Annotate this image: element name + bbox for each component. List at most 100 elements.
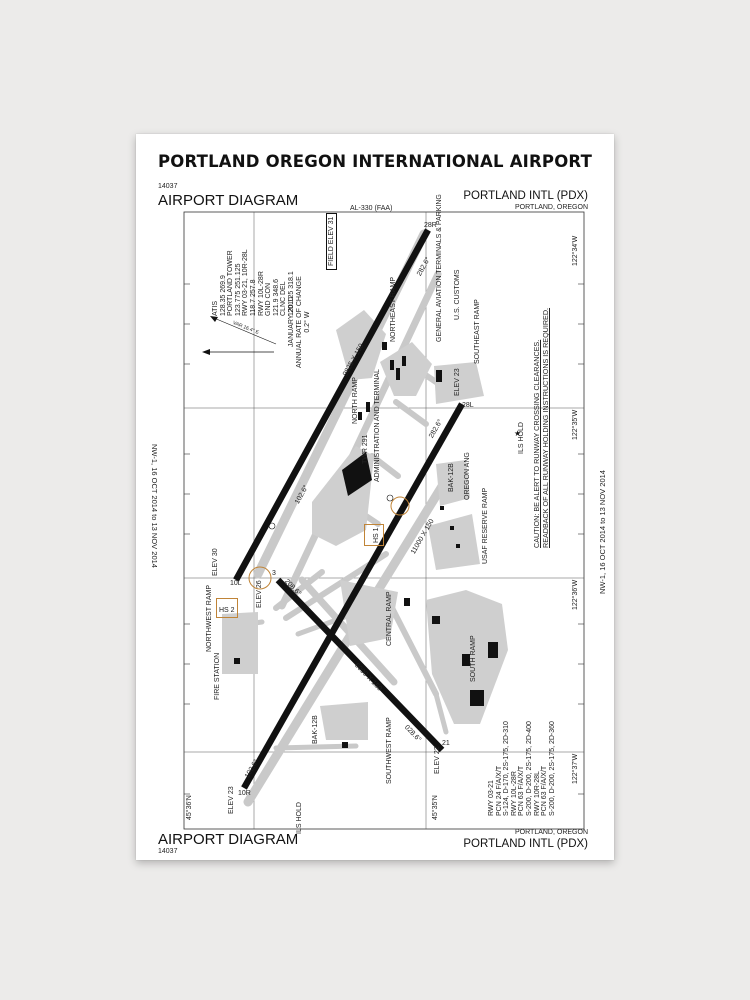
label-ils-hold-1: ILS HOLD (518, 422, 525, 454)
label-admin-terminal: ADMINISTRATION AND TERMINAL (374, 369, 381, 482)
building (470, 690, 484, 706)
frequency-block: ATIS 128.35 269.9 PORTLAND TOWER 123.775… (212, 249, 296, 316)
hotspot-hs1: HS 1 (364, 524, 384, 546)
coord-lon-top: 122°34'W (572, 235, 579, 266)
runway-end-10l: 10L (230, 580, 242, 587)
label-customs: U.S. CUSTOMS (454, 269, 461, 320)
southeast-ramp-area (434, 362, 484, 404)
terminal-building (342, 452, 372, 496)
caution-line-2: READBACK OF ALL RUNWAY HOLDING INSTRUCTI… (541, 307, 550, 548)
freq-tower: PORTLAND TOWER (227, 250, 235, 316)
airport-name: PORTLAND INTL (PDX) (463, 190, 588, 202)
pcn-line: PCN 63 F/A/X/T (541, 765, 549, 816)
freq-gnd-values: 121.9 348.6 (272, 279, 280, 316)
pcn-line: S-200, D-200, 2S-175, 2D-400 (525, 721, 533, 816)
footer-airport-name: PORTLAND INTL (PDX) (463, 838, 588, 850)
freq-rwy-10l: RWY 10L-28R (257, 271, 265, 316)
freq-clnc-del: CLNC DEL (280, 281, 288, 316)
runway-03-21 (275, 577, 445, 753)
building (396, 368, 400, 380)
label-elev-26: ELEV 26 (256, 580, 263, 608)
label-north-ramp: NORTH RAMP (352, 377, 359, 424)
label-usaf-reserve: USAF RESERVE RAMP (482, 487, 489, 564)
runway-end-markers (248, 494, 410, 590)
label-southwest-ramp: SOUTHWEST RAMP (386, 717, 393, 784)
hotspot-hs2: HS 2 (216, 598, 238, 618)
freq-atis: ATIS (212, 300, 219, 316)
pcn-line: PCN 24 F/A/X/T (495, 765, 503, 816)
caution-line-1: CAUTION: BE ALERT TO RUNWAY CROSSING CLE… (532, 339, 541, 548)
field-elev-box: FIELD ELEV 31 (326, 212, 337, 270)
poster-title: PORTLAND OREGON INTERNATIONAL AIRPORT (157, 152, 593, 171)
building (382, 342, 387, 350)
usaf-reserve-area (428, 514, 480, 570)
label-elev-22: ELEV 22 (434, 746, 441, 774)
oregon-ang-area (436, 460, 470, 506)
footer-city-name: PORTLAND, OREGON (515, 829, 588, 836)
freq-gnd-con: GND CON (265, 282, 273, 316)
pcn-line: PCN 63 F/A/X/T (518, 765, 526, 816)
caution-block: CAUTION: BE ALERT TO RUNWAY CROSSING CLE… (532, 308, 550, 548)
building (440, 506, 444, 510)
coord-lon-36: 122°36'W (572, 579, 579, 610)
building (234, 658, 240, 664)
hotspot-hs1-label: HS 1 (373, 527, 380, 543)
label-elev-23-b: ELEV 23 (228, 786, 235, 814)
poster: PORTLAND OREGON INTERNATIONAL AIRPORT 14… (136, 134, 614, 860)
label-southeast-ramp: SOUTHEAST RAMP (474, 299, 481, 364)
buildings (234, 342, 498, 748)
freq-tower-values: 123.775 251.125 (234, 263, 242, 316)
label-tower: TWR 291 (362, 434, 369, 464)
label-central-ramp: CENTRAL RAMP (386, 591, 393, 646)
northeast-ramp-area (380, 342, 432, 396)
southwest-ramp-area (320, 702, 368, 740)
diagram-title: AIRPORT DIAGRAM (158, 192, 299, 209)
building (456, 544, 460, 548)
pcn-line: RWY 03-21 (488, 780, 495, 816)
label-south-ramp: SOUTH RAMP (470, 635, 477, 682)
star-icon: ★ (514, 429, 521, 438)
building (366, 402, 370, 412)
diagram-frame (183, 211, 585, 830)
building (450, 526, 454, 530)
label-bak-12b-2: BAK-12B (312, 715, 319, 744)
pcn-block: RWY 03-21 PCN 24 F/A/X/T S-124, D-170, 2… (488, 721, 556, 816)
building (390, 360, 394, 370)
building (488, 642, 498, 658)
field-elev-label: FIELD ELEV 31 (328, 216, 335, 266)
freq-rwy-03: RWY 03-21, 10R-28L (242, 249, 250, 316)
building (402, 356, 406, 366)
freq-atis-values: 128.35 269.9 (219, 275, 227, 316)
coord-lat-left: 45°36'N (186, 795, 193, 820)
building (432, 616, 440, 624)
pcn-line: RWY 10R-28L (533, 771, 541, 816)
runway-10r-28l (241, 402, 465, 790)
north-arrow (202, 316, 277, 355)
runway-end-21: 21 (442, 740, 450, 747)
coord-lon-35: 122°35'W (572, 409, 579, 440)
runways (233, 228, 465, 790)
hotspot-hs2-label: HS 2 (219, 607, 235, 614)
building (436, 370, 442, 382)
footer-chart-number: 14037 (158, 848, 178, 855)
label-ga-terminals: GENERAL AVIATION TERMINALS & PARKING (436, 194, 443, 342)
runway-end-10r: 10R (238, 790, 251, 797)
label-northwest-ramp: NORTHWEST RAMP (206, 584, 213, 652)
northwest-ramp-area (222, 612, 258, 674)
runway-10l-28r (233, 228, 431, 582)
label-elev-23-a: ELEV 23 (454, 368, 461, 396)
label-fire-station: FIRE STATION (214, 652, 221, 700)
building (358, 412, 362, 420)
variation-label: ANNUAL RATE OF CHANGE (296, 276, 303, 368)
label-elev-30: ELEV 30 (212, 548, 219, 576)
freq-rwy-03-values: 118.7 257.8 (249, 279, 257, 316)
city-name: PORTLAND, OREGON (515, 204, 588, 211)
building (462, 654, 470, 666)
runway-end-3: 3 (272, 570, 276, 577)
pcn-line: S-124, D-170, 2S-175, 2D-310 (503, 721, 511, 816)
pcn-line: S-200, D-200, 2S-175, 2D-360 (548, 721, 556, 816)
runway-end-28l: 28L (462, 402, 474, 409)
coord-lat-bottom: 45°35'N (432, 795, 439, 820)
runway-end-28r: 28R (424, 222, 437, 229)
label-ils-hold-2: ILS HOLD (296, 802, 303, 834)
